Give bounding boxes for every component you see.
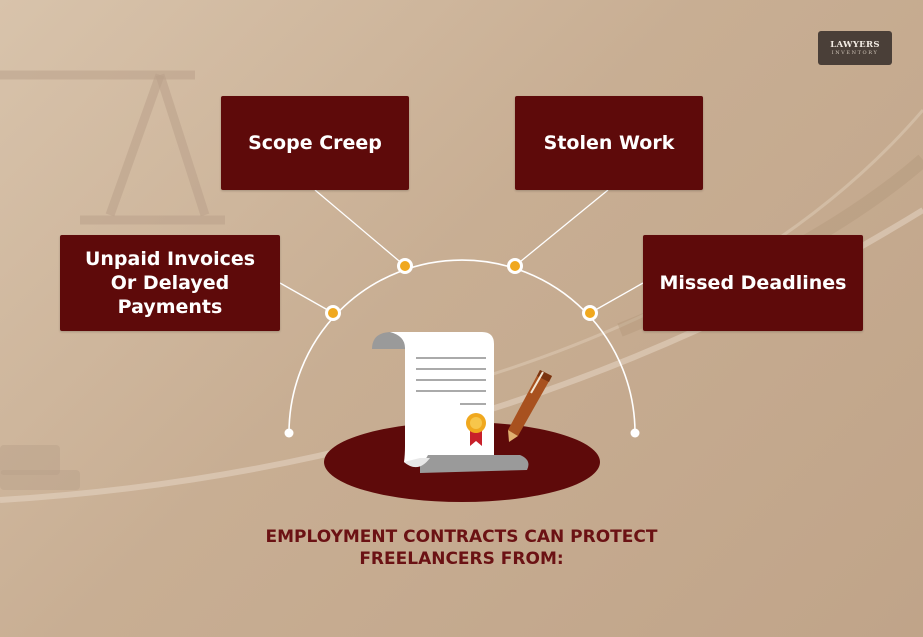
connector-unpaid-invoices	[279, 282, 334, 314]
fountain-pen-icon	[508, 370, 552, 442]
scope-creep-label: Scope Creep	[248, 132, 382, 154]
logo-sub-text: INVENTORY	[831, 49, 879, 56]
arc-node-stolen-work	[507, 258, 523, 274]
arc-end-dot-right	[630, 428, 640, 438]
scales-base-watermark	[0, 445, 80, 490]
logo-main-text: LAWYERS	[830, 39, 880, 50]
caption-line-1: EMPLOYMENT CONTRACTS CAN PROTECT	[265, 527, 658, 547]
connector-scope-creep	[314, 189, 406, 267]
connector-missed-deadlines	[589, 282, 644, 314]
stolen-work-box: Stolen Work	[515, 96, 703, 190]
missed-deadlines-label: Missed Deadlines	[659, 272, 847, 294]
connector-stolen-work	[514, 189, 609, 267]
scope-creep-box: Scope Creep	[221, 96, 409, 190]
missed-deadlines-box: Missed Deadlines	[643, 235, 863, 331]
contract-scroll-icon	[372, 332, 529, 473]
arc-node-scope-creep	[397, 258, 413, 274]
caption-line-2: FREELANCERS FROM:	[359, 549, 564, 569]
caption: EMPLOYMENT CONTRACTS CAN PROTECT FREELAN…	[200, 526, 723, 570]
scales-of-justice-watermark	[0, 70, 225, 225]
arc-end-dot-left	[284, 428, 294, 438]
arc-node-unpaid-invoices	[325, 305, 341, 321]
unpaid-invoices-label: Unpaid Invoices Or Delayed Payments	[84, 248, 256, 318]
award-seal-icon	[466, 413, 486, 446]
stolen-work-label: Stolen Work	[543, 132, 675, 154]
unpaid-invoices-box: Unpaid Invoices Or Delayed Payments	[60, 235, 280, 331]
semicircle-arc	[288, 259, 636, 434]
arc-node-missed-deadlines	[582, 305, 598, 321]
lawyers-inventory-logo: LAWYERS INVENTORY	[818, 31, 892, 65]
